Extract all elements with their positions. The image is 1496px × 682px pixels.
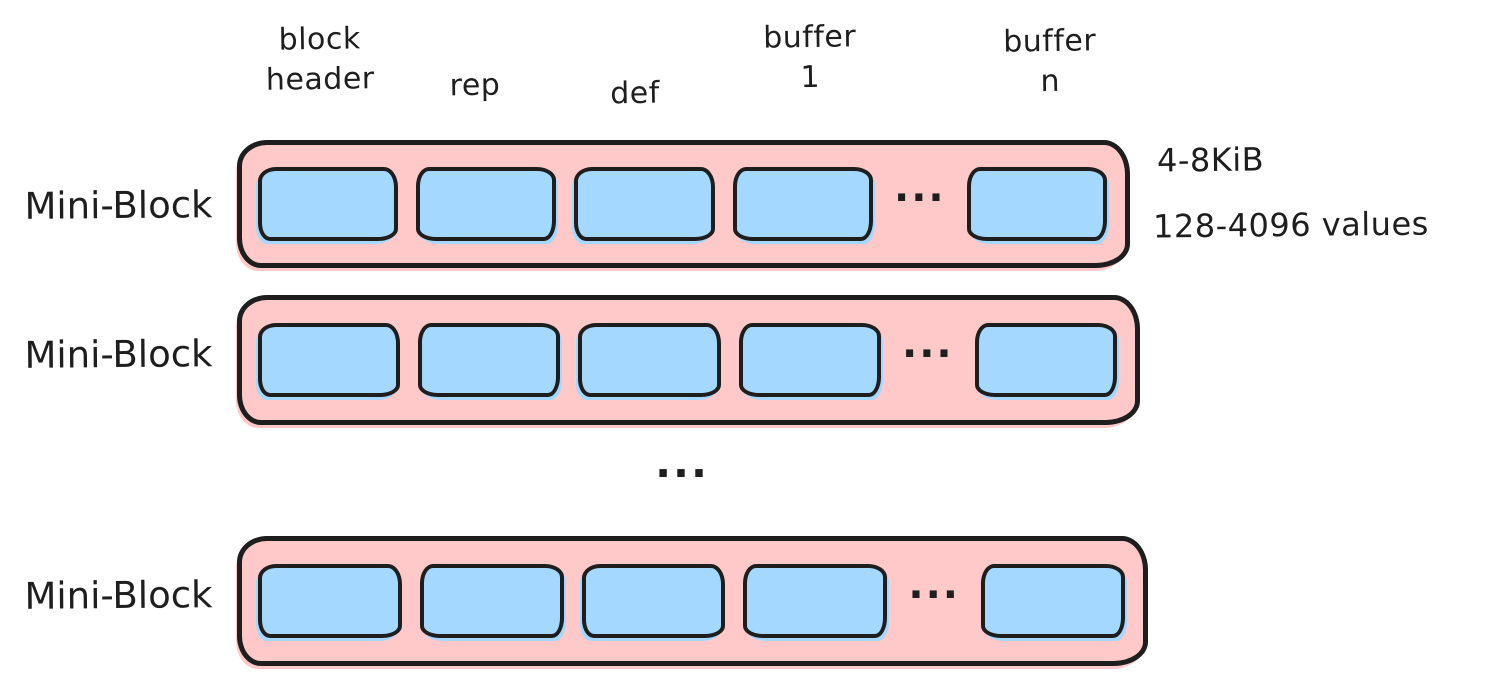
value-count-annotation: 128-4096 values (1152, 204, 1430, 246)
column-label-block-header: block header (265, 21, 375, 98)
size-annotation: 4-8KiB (1156, 140, 1265, 180)
block-header-cell (258, 323, 401, 397)
rows-ellipsis: ... (655, 438, 709, 487)
column-label-rep: rep (449, 67, 501, 104)
buffer-n-cell (981, 564, 1125, 638)
rep-cell (416, 167, 557, 241)
mini-block-row-3: ... (237, 536, 1148, 666)
mini-block-label-3: Mini-Block (24, 573, 213, 618)
mini-block-row-2: ... (237, 295, 1140, 425)
rep-cell (418, 323, 561, 397)
buffer-ellipsis: ... (894, 165, 946, 211)
def-cell (581, 564, 726, 638)
mini-block-label-2: Mini-Block (24, 332, 213, 377)
def-cell (578, 323, 721, 397)
buffer-ellipsis: ... (908, 562, 960, 608)
mini-block-label-1: Mini-Block (24, 183, 213, 228)
block-header-cell (258, 564, 402, 638)
buffer-n-cell (974, 323, 1118, 397)
def-cell (574, 167, 715, 241)
block-header-cell (258, 167, 399, 241)
rep-cell (419, 564, 564, 638)
mini-block-row-1: ... (237, 140, 1130, 268)
buffer-n-cell (966, 167, 1108, 241)
buffer-1-cell (732, 167, 873, 241)
buffer-ellipsis: ... (902, 321, 954, 367)
buffer-1-cell (738, 323, 881, 397)
column-label-buffer-1: buffer 1 (762, 19, 857, 95)
buffer-1-cell (743, 564, 888, 638)
column-label-buffer-n: buffer n (1002, 23, 1097, 99)
column-label-def: def (609, 75, 661, 112)
